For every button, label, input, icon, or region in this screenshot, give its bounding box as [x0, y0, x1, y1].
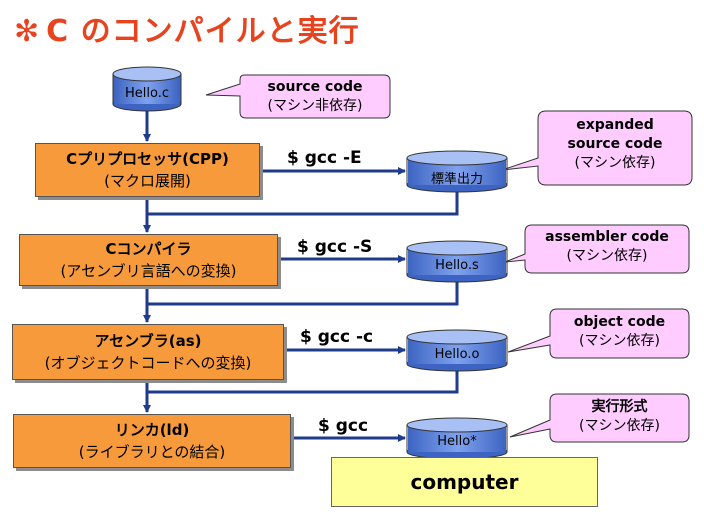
file-hello-c: Hello.c: [124, 86, 169, 101]
callout-exec-shape: [509, 393, 690, 443]
command-gcc-c: $ gcc -c: [300, 327, 374, 347]
callout-expanded-sub: (マシン依存): [574, 155, 656, 171]
stage-assembler: アセンブラ(as) (オブジェクトコードへの変換): [12, 324, 284, 380]
stage-linker-desc: (ライブラリとの結合): [78, 443, 226, 461]
file-hello-exec: Hello*: [437, 434, 477, 449]
title-text: C のコンパイルと実行: [46, 14, 360, 49]
callout-assembler-sub: (マシン依存): [566, 248, 648, 264]
stage-cpp: Cプリプロセッサ(CPP) (マクロ展開): [35, 143, 260, 197]
stage-assembler-name: アセンブラ(as): [94, 332, 202, 350]
cylinder-hello-c: [112, 66, 182, 112]
callout-exec-sub: (マシン依存): [579, 418, 660, 434]
stage-compiler-desc: (アセンブリ言語への変換): [60, 262, 237, 280]
command-gcc-s: $ gcc -S: [297, 237, 373, 257]
callout-object-sub: (マシン依存): [579, 333, 660, 349]
cylinder-hello-o: [406, 329, 508, 372]
stage-linker-name: リンカ(ld): [114, 421, 190, 439]
cylinder-hello-s: [406, 240, 508, 283]
callout-expanded-source: expanded source code (マシン依存): [538, 116, 692, 173]
stage-cpp-desc: (マクロ展開): [104, 172, 191, 190]
file-hello-s: Hello.s: [435, 258, 479, 273]
asterisk-icon: ✻: [14, 14, 41, 49]
stage-linker: リンカ(ld) (ライブラリとの結合): [13, 414, 291, 468]
flow-arrows: [143, 110, 459, 442]
callout-assembler-shape: [504, 224, 690, 274]
callout-assembler-code: assembler code (マシン依存): [525, 228, 689, 266]
page-title: ✻C のコンパイルと実行: [14, 6, 360, 50]
computer-box: computer: [331, 457, 598, 507]
callout-executable: 実行形式 (マシン依存): [550, 398, 689, 436]
callout-object-shape: [507, 308, 690, 359]
stage-compiler: Cコンパイラ (アセンブリ言語への変換): [19, 234, 278, 286]
stage-compiler-name: Cコンパイラ: [105, 240, 192, 258]
file-hello-o: Hello.o: [434, 347, 480, 362]
callout-expanded-shape: [501, 110, 693, 186]
callout-object-title: object code: [573, 314, 666, 330]
callout-source-sub: (マシン非依存): [267, 98, 363, 114]
callout-exec-title: 実行形式: [591, 399, 648, 415]
cylinder-stdout: [406, 150, 508, 193]
command-gcc: $ gcc: [318, 416, 369, 436]
callout-expanded-title-1: expanded: [576, 117, 654, 133]
command-gcc-e: $ gcc -E: [287, 148, 362, 168]
file-stdout: 標準出力: [430, 172, 483, 187]
callout-source-code-shape: [205, 74, 391, 119]
stage-assembler-desc: (オブジェクトコードへの変換): [44, 354, 252, 372]
callout-object-code: object code (マシン依存): [550, 313, 689, 351]
callout-source-title: source code: [267, 79, 363, 95]
callout-source-code: source code (マシン非依存): [240, 78, 390, 116]
stage-cpp-name: Cプリプロセッサ(CPP): [66, 150, 229, 168]
callout-expanded-title-2: source code: [567, 136, 663, 152]
callout-assembler-title: assembler code: [545, 229, 669, 245]
cylinder-hello-exec: [406, 417, 508, 460]
